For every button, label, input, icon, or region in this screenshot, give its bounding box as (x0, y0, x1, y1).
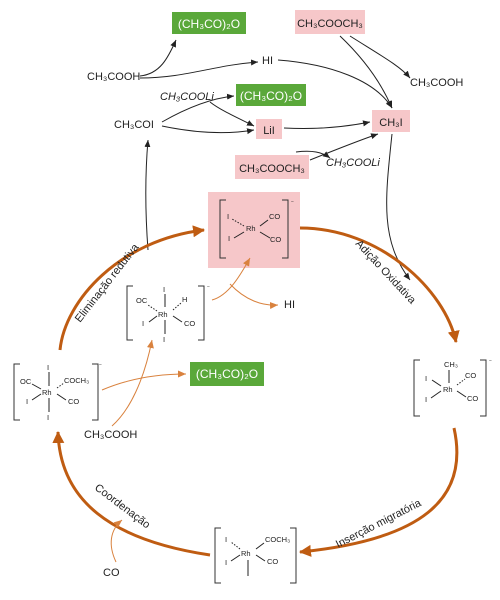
complex-rh-hydride: − Rh I I OC I H CO (126, 284, 210, 344)
arrow-lii-to-methyl-iodide (283, 120, 371, 130)
svg-text:I: I (225, 535, 227, 544)
hi-output-label: HI (284, 299, 295, 311)
arrow-co-input (110, 519, 123, 563)
cycle-arrow-reductive-elimination (58, 225, 205, 351)
acetic-acid-label-2: CH₃COOH (410, 77, 463, 89)
svg-text:COCH₃: COCH₃ (64, 376, 89, 385)
arrow-acetic-acid-to-hydride (111, 339, 154, 427)
complex-rh-methyl: − Rh CH₃ I I CO CO (413, 358, 492, 417)
arrow-to-lithium-acetate-2 (295, 150, 331, 159)
svg-text:−: − (489, 358, 492, 364)
acetic-anhydride-label-2: (CH₃CO)₂O (240, 89, 302, 103)
svg-text:I: I (225, 558, 227, 567)
arrow-hi-release (229, 283, 279, 309)
arrow-acid-to-anhydride (139, 39, 177, 77)
svg-text:−: − (99, 362, 102, 368)
svg-text:CO: CO (269, 212, 280, 221)
complex-rh-diiodo-dicarbonyl: − Rh I I CO CO (208, 192, 300, 268)
arrow-acetyl-iodide-to-lii (161, 125, 255, 135)
svg-text:CO: CO (267, 557, 278, 566)
svg-text:I: I (47, 413, 49, 422)
svg-text:I: I (47, 363, 49, 372)
lithium-iodide-box (256, 119, 282, 139)
methyl-acetate-label-1: CH₃COOCH₃ (297, 18, 363, 30)
svg-text:COCH₃: COCH₃ (265, 535, 290, 544)
arrow-elimination-to-acetyl-iodide (144, 139, 151, 251)
svg-text:I: I (142, 319, 144, 328)
step-label-oxidative-addition: Adição Oxidativa (353, 238, 419, 307)
svg-text:Rh: Rh (246, 224, 256, 233)
co-input-label: CO (103, 567, 120, 579)
acetic-acid-label-1: CH₃COOH (87, 71, 140, 83)
svg-text:I: I (425, 374, 427, 383)
hi-label-1: HI (262, 55, 273, 67)
arrow-to-acetic-acid-2 (349, 35, 411, 79)
acetyl-iodide-label: CH₃COI (114, 119, 154, 131)
svg-text:Rh: Rh (42, 388, 52, 397)
svg-text:CO: CO (465, 371, 476, 380)
svg-text:−: − (291, 199, 294, 205)
svg-text:−: − (207, 284, 210, 290)
svg-text:CO: CO (68, 397, 79, 406)
svg-text:Rh: Rh (443, 385, 453, 394)
anhydride-output-box (190, 362, 264, 386)
methyl-acetate-box-2 (235, 155, 309, 179)
svg-text:I: I (163, 285, 165, 294)
svg-text:CO: CO (184, 319, 195, 328)
complex-rh-acetyl-bottom: Rh I I COCH₃ CO (214, 527, 297, 584)
cycle-arrow-oxidative-addition (299, 226, 460, 343)
acetic-anhydride-box-2 (236, 84, 306, 106)
svg-text:Rh: Rh (241, 549, 251, 558)
svg-text:OC: OC (20, 377, 32, 386)
arrow-anhydride-release (101, 370, 187, 391)
arrow-hi-to-methyl-iodide (277, 59, 393, 109)
svg-text:I: I (228, 234, 230, 243)
complex-rh-acetyl-left: − Rh I I OC I COCH₃ CO (13, 362, 102, 422)
svg-text:I: I (163, 335, 165, 344)
methyl-acetate-label-2: CH₃COOCH₃ (239, 163, 305, 175)
lithium-iodide-label: LiI (263, 125, 275, 137)
arrow-methyl-iodide-to-addition (386, 133, 411, 281)
svg-text:I: I (425, 395, 427, 404)
arrow-methyl-acetate-to-methyl-iodide (339, 35, 393, 109)
methyl-iodide-box (372, 110, 410, 132)
svg-text:I: I (26, 397, 28, 406)
acetic-anhydride-label-1: (CH₃CO)₂O (178, 17, 240, 31)
lithium-acetate-label-1: CH₃COOLi (160, 91, 214, 103)
svg-text:CO: CO (270, 235, 281, 244)
arrow-lithium-acetate-to-lii (209, 101, 255, 127)
svg-text:I: I (227, 212, 229, 221)
svg-text:CH₃: CH₃ (444, 360, 458, 369)
methyl-iodide-label: CH₃I (379, 117, 402, 129)
methyl-acetate-box-1 (295, 10, 365, 34)
arrow-acetyl-iodide-to-anhydride (161, 93, 235, 123)
step-label-reductive-elimination: Eliminação redutiva (73, 241, 142, 325)
step-label-coordination: Coordenação (92, 482, 152, 531)
anhydride-output-label: (CH₃CO)₂O (196, 367, 258, 381)
svg-text:Rh: Rh (158, 310, 168, 319)
acetic-acid-input-label: CH₃COOH (84, 429, 137, 441)
arrow-hydride-to-complex-a (211, 257, 251, 301)
svg-text:H: H (182, 295, 187, 304)
arrow-methyl-acetate-2-to-methyl-iodide (309, 133, 379, 161)
cycle-arrow-coordination (52, 431, 211, 557)
lithium-acetate-label-2: CH₃COOLi (326, 157, 380, 169)
acetic-anhydride-box (172, 12, 246, 34)
svg-text:OC: OC (136, 296, 148, 305)
arrow-acid-to-hi (139, 59, 259, 79)
cycle-arrow-migratory-insertion (299, 427, 459, 557)
svg-text:CO: CO (467, 394, 478, 403)
